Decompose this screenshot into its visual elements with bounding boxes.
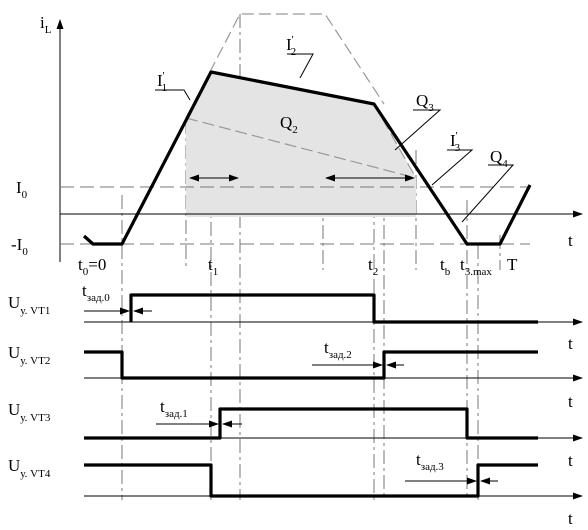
leader-q3 [394,109,442,151]
vt3-delay-label: tзад.1 [160,397,188,420]
leader-q4 [461,164,515,223]
vt1-axis-label: t [568,334,573,353]
leader-i3 [431,149,474,186]
vt4-waveform [84,463,538,498]
label-q4: Q4 [490,147,508,170]
time-mark-t1: t1 [208,255,218,278]
signal-vt4: Uу. VT4 tзад.3 t [8,450,583,528]
label-i2: I'2 [286,34,296,58]
time-mark-tb: tb [440,255,451,278]
signal-vt1: Uу. VT1 tзад.0 t [8,281,583,353]
vt2-axis-label: t [568,392,573,411]
vt1-delay-label: tзад.0 [82,281,110,304]
y-axis-label: iL [40,13,52,36]
vt1-label: Uу. VT1 [8,293,50,317]
signal-vt2: Uу. VT2 tзад.2 t [8,338,583,411]
vt2-delay-label: tзад.2 [324,338,352,361]
leader-i1 [155,89,191,101]
vt4-axis-label: t [568,509,573,528]
label-q3: Q3 [416,91,434,114]
shaded-area-q2 [186,72,416,217]
time-mark-T: T [507,255,518,274]
label-q2: Q2 [280,113,298,136]
vt1-waveform [129,293,538,324]
current-graph: iL t I0 -I0 I'1 I'2 I'3 Q2 Q3 Q4 t0=0 t1… [11,13,583,278]
level-i0-label: I0 [16,178,28,201]
vt2-label: Uу. VT2 [8,343,50,367]
leader-i2 [287,53,314,79]
vt4-label: Uу. VT4 [8,456,51,480]
ghost-peak-curve [185,13,385,119]
level-minus-i0-label: -I0 [11,235,28,258]
vt3-waveform [84,407,538,440]
x-axis-label: t [568,231,573,250]
label-i3: I'3 [450,130,461,154]
vt3-axis-label: t [568,451,573,470]
time-guide-lines [121,14,501,500]
vt4-delay-label: tзад.3 [416,450,444,473]
ghost-line-to-ib [185,117,417,179]
label-i1: I'1 [157,70,167,94]
time-mark-t3max: t3.max [460,255,492,278]
time-mark-t2: t2 [368,255,378,278]
vt3-label: Uу. VT3 [8,400,51,424]
ghost-extension [373,103,417,179]
vt2-waveform [84,350,538,380]
current-waveform [82,70,532,246]
time-mark-t0: t0=0 [78,255,106,278]
signal-vt3: Uу. VT3 tзад.1 t [8,397,583,470]
